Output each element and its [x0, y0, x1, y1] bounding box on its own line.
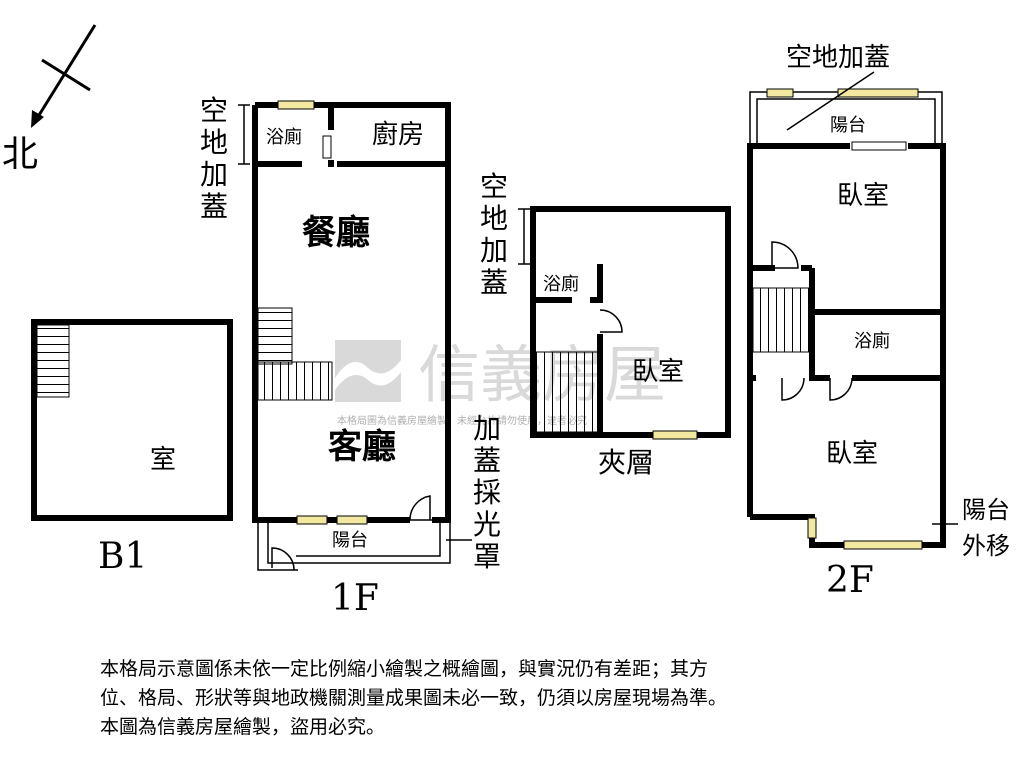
- b1-room: 室: [150, 445, 176, 475]
- f1-kitchen: 廚房: [372, 120, 424, 150]
- f2-open-space-note: 空地加蓋: [786, 43, 890, 73]
- b1-stairs: [36, 324, 70, 398]
- door-icon: [599, 309, 623, 333]
- f2-balcony-moved-note-1: 陽台: [962, 496, 1010, 524]
- floor-mezzanine: 浴廁 臥室 夾層 空地加蓋: [480, 170, 731, 479]
- door-icon: [781, 377, 805, 401]
- window: [296, 515, 328, 525]
- window: [336, 515, 368, 525]
- watermark-logo-icon: [335, 340, 401, 402]
- north-arrow-icon: [34, 24, 97, 121]
- f1-title: 1F: [331, 578, 379, 619]
- mezz-bedroom: 臥室: [632, 357, 684, 387]
- f2-bath: 浴廁: [854, 330, 890, 352]
- disclaimer-line-1: 本格局示意圖係未依一定比例縮小繪製之概繪圖，與實況仍有差距；其方: [100, 658, 709, 680]
- f2-bedroom-top: 臥室: [837, 181, 889, 211]
- window: [766, 88, 794, 98]
- f1-living: 客廳: [328, 427, 396, 467]
- f1-stairs-lower: [257, 361, 333, 401]
- disclaimer-line-3: 本圖為信義房屋繪製，盜用必究。: [100, 716, 386, 738]
- door-icon: [771, 241, 799, 269]
- door-icon: [409, 495, 432, 521]
- compass-label: 北: [2, 134, 38, 175]
- mezz-title: 夾層: [598, 446, 654, 479]
- f1-open-space-note: 空地加蓋: [200, 94, 230, 223]
- floor-b1: 室 B1: [31, 319, 233, 577]
- floor-2f: 空地加蓋 陽台 臥室 浴廁 臥室 2F 陽台 外移: [747, 43, 1010, 601]
- window: [652, 430, 698, 440]
- f1-stairs-upper: [257, 307, 293, 365]
- watermark-notice: 本格局圖為信義房屋繪製，未經允許請勿使用，違者必究: [337, 414, 587, 427]
- window: [843, 540, 923, 550]
- window: [807, 517, 817, 539]
- floor-1f: 浴廁 廚房 餐廳 客廳 陽台 1F 空地加蓋 加蓋採光罩: [200, 94, 503, 619]
- b1-title: B1: [98, 536, 147, 577]
- door-icon: [829, 377, 853, 401]
- mezz-stairs: [535, 351, 599, 433]
- f1-skylight-note: 加蓋採光罩: [473, 412, 503, 573]
- f1-dining: 餐廳: [302, 213, 370, 253]
- f1-balcony: 陽台: [332, 530, 368, 551]
- mezz-bath: 浴廁: [543, 273, 579, 295]
- window: [277, 100, 315, 110]
- f2-stairs: [752, 287, 810, 353]
- f1-bath: 浴廁: [266, 126, 302, 148]
- f2-balcony-top: 陽台: [830, 115, 866, 136]
- f2-balcony-moved-note-2: 外移: [962, 532, 1010, 560]
- compass: 北: [2, 24, 97, 175]
- f2-bedroom-bottom: 臥室: [826, 439, 878, 469]
- mezz-open-space-note: 空地加蓋: [480, 170, 510, 299]
- disclaimer: 本格局示意圖係未依一定比例縮小繪製之概繪圖，與實況仍有差距；其方 位、格局、形狀…: [100, 655, 940, 742]
- f2-title: 2F: [826, 560, 874, 601]
- disclaimer-line-2: 位、格局、形狀等與地政機關測量成果圖未必一致，仍須以房屋現場為準。: [100, 687, 728, 709]
- window: [837, 88, 919, 98]
